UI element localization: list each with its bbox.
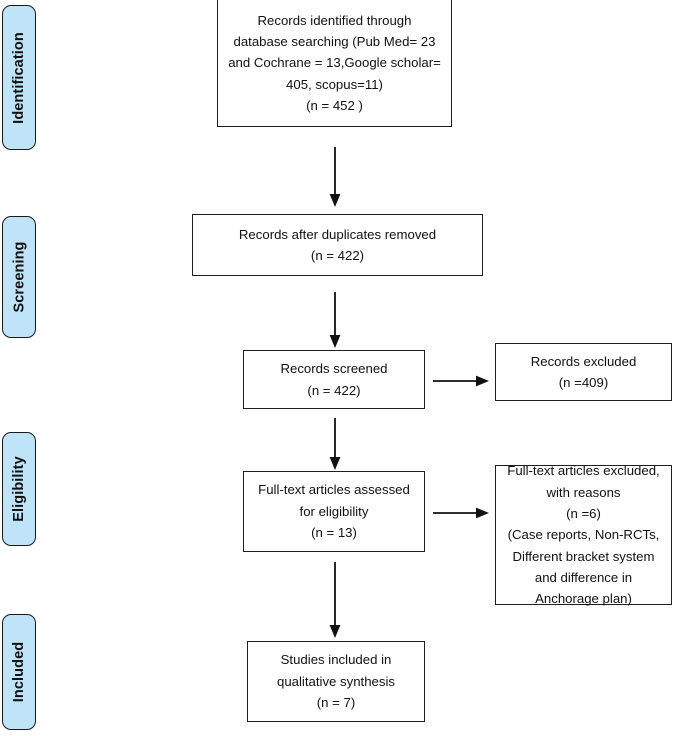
- fulltext-assessed-line-2: for eligibility: [299, 503, 369, 519]
- records-screened-count: (n = 422): [307, 382, 361, 398]
- phase-tab-eligibility: Eligibility: [2, 432, 36, 546]
- phase-tab-identification: Identification: [2, 5, 36, 150]
- records-identified-box: Records identified through database sear…: [217, 0, 452, 127]
- records-excluded-text: Records excluded: [530, 353, 637, 369]
- records-screened-text: Records screened: [280, 361, 388, 377]
- records-identified-count: (n = 452 ): [306, 98, 363, 114]
- records-screened-box: Records screened (n = 422): [243, 350, 425, 409]
- records-identified-line-1: Records identified through: [257, 12, 412, 28]
- arrow-screened-to-excluded: [433, 372, 491, 390]
- studies-included-line-1: Studies included in: [280, 652, 392, 668]
- phase-tab-identification-label: Identification: [11, 31, 27, 124]
- records-excluded-count: (n =409): [558, 375, 609, 390]
- fulltext-excluded-line-1: Full-text articles excluded,: [507, 463, 660, 479]
- studies-included-line-2: qualitative synthesis: [276, 673, 396, 689]
- records-identified-line-3: and Cochrane = 13,Google scholar=: [228, 55, 441, 71]
- arrow-fulltext-to-included: [326, 562, 344, 640]
- fulltext-excluded-reason-1: (Case reports, Non-RCTs,: [507, 527, 660, 543]
- records-after-duplicates-count: (n = 422): [310, 248, 365, 263]
- phase-tab-eligibility-label: Eligibility: [11, 456, 27, 522]
- fulltext-excluded-reason-2: Different bracket system: [512, 548, 655, 564]
- arrow-fulltext-to-excluded: [433, 504, 491, 522]
- phase-tab-screening-label: Screening: [11, 241, 28, 313]
- records-after-duplicates-box: Records after duplicates removed (n = 42…: [192, 214, 483, 276]
- arrow-identified-to-duplicates: [326, 147, 344, 209]
- records-identified-line-4: 405, scopus=11): [286, 76, 383, 92]
- fulltext-excluded-reason-3: and difference in: [534, 570, 633, 586]
- records-after-duplicates-text: Records after duplicates removed: [238, 226, 437, 242]
- arrow-duplicates-to-screened: [326, 292, 344, 350]
- phase-tab-included: Included: [2, 614, 36, 730]
- records-excluded-box: Records excluded (n =409): [495, 343, 672, 401]
- fulltext-excluded-box: Full-text articles excluded, with reason…: [495, 463, 672, 606]
- records-identified-line-2: database searching (Pub Med= 23: [233, 33, 436, 49]
- fulltext-excluded-line-2: with reasons: [546, 484, 621, 500]
- fulltext-excluded-count: (n =6): [566, 505, 601, 521]
- studies-included-count: (n = 7): [316, 695, 356, 711]
- phase-tab-included-label: Included: [11, 641, 28, 703]
- fulltext-assessed-box: Full-text articles assessed for eligibil…: [243, 471, 425, 552]
- fulltext-assessed-count: (n = 13): [311, 525, 357, 541]
- fulltext-excluded-reason-4: Anchorage plan): [535, 591, 632, 607]
- phase-tab-screening: Screening: [2, 216, 36, 338]
- arrow-screened-to-fulltext: [326, 418, 344, 472]
- studies-included-box: Studies included in qualitative synthesi…: [247, 641, 425, 722]
- fulltext-assessed-line-1: Full-text articles assessed: [258, 482, 410, 498]
